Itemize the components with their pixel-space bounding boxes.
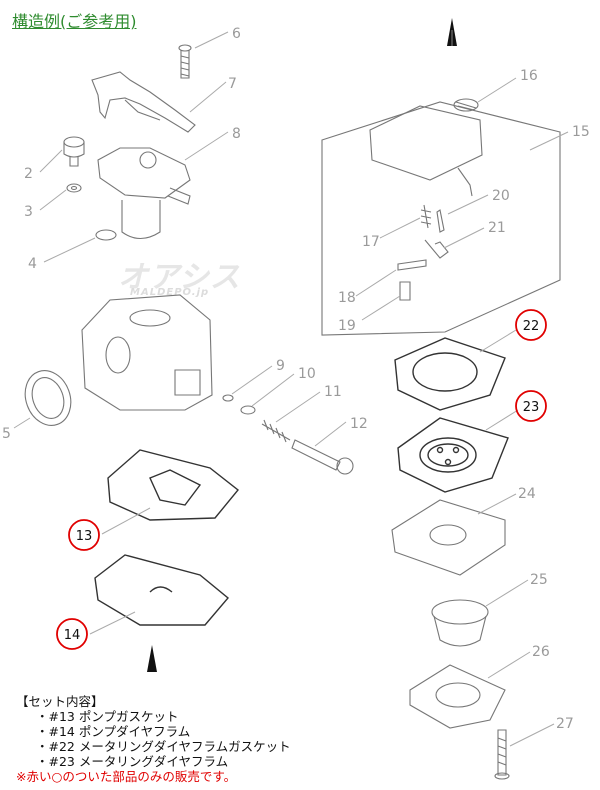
set-item-23: ・#23 メータリングダイヤフラム [36,754,229,769]
part-6-screw [178,44,192,79]
part-number-6: 6 [232,26,241,42]
leader-line [477,493,517,515]
part-number-3: 3 [24,204,33,220]
leader-line [39,149,63,173]
part-number-10: 10 [298,366,316,382]
part-number-16: 16 [520,68,538,84]
watermark-logo: オアシス [118,260,241,295]
part-number-12: 12 [350,416,368,432]
part-2-screw [63,136,85,167]
part-22-metering-gasket [394,337,506,411]
watermark-url: MALDEPO.jp [130,287,210,298]
highlight-circle-14 [56,618,88,650]
part-number-4: 4 [28,256,37,272]
leader-line [443,227,485,249]
part-number-24: 24 [518,486,536,502]
highlighted-part-number-13: 13 [76,529,93,544]
part-number-26: 26 [532,644,550,660]
leader-line [194,31,229,49]
leader-line [43,237,96,263]
leader-line [477,77,517,103]
set-contents-heading: 【セット内容】 [16,694,104,709]
part-7-lever [91,71,196,133]
highlight-circles: 13 14 22 23 [56,309,547,650]
leader-line [13,417,31,429]
part-12-needle-screw [291,439,354,475]
sale-note: ※赤い○のついた部品のみの販売です。 [16,769,237,784]
part-20-inlet-needle [436,209,445,233]
leader-line [485,409,519,431]
set-item-22: ・#22 メータリングダイヤフラムガスケット [36,739,291,754]
part-11-spring [261,419,291,443]
leader-line [184,131,229,161]
page-title: 構造例(ご参考用) [12,12,137,31]
part-10-washer [240,405,256,415]
part-number-20: 20 [492,188,510,204]
direction-arrow-bottom [147,645,157,672]
part-number-17: 17 [362,234,380,250]
part-23-metering-diaphragm [397,417,509,493]
part-number-2: 2 [24,166,33,182]
set-contents-box: 【セット内容】 ・#13 ポンプガスケット ・#14 ポンプダイヤフラム ・#2… [16,694,376,784]
leader-line [485,579,529,607]
leader-line [529,131,569,151]
part-number-7: 7 [228,76,237,92]
part-16-cover [369,98,483,197]
leader-line [379,217,421,239]
part-13-pump-gasket [107,449,239,521]
leader-line [231,365,273,395]
part-4-clip [95,229,117,241]
part-number-8: 8 [232,126,241,142]
highlighted-part-number-14: 14 [64,628,81,643]
part-17-spring [420,204,432,229]
highlight-circle-22 [515,309,547,341]
part-number-21: 21 [488,220,506,236]
leader-line [509,723,555,747]
part-24-metering-cover [391,499,506,576]
part-27-screw [494,729,510,780]
part-number-9: 9 [276,358,285,374]
part-8-pump-cover [97,147,191,240]
part-number-5: 5 [2,426,11,442]
leader-line [314,421,347,447]
part-26-plate [409,664,506,729]
leader-line [447,194,489,215]
highlighted-part-number-23: 23 [523,400,540,415]
set-item-14: ・#14 ポンプダイヤフラム [36,724,191,739]
leader-line [361,295,401,321]
part-14-pump-diaphragm [94,554,229,626]
part-19-screw [399,281,411,301]
leader-line [251,373,295,407]
part-number-11: 11 [324,384,342,400]
part-15-group-outline [321,101,561,336]
leader-line [479,329,517,353]
leader-line [275,391,321,423]
leader-line [89,611,136,635]
part-number-15: 15 [572,124,590,140]
leader-line [39,189,67,211]
carburetor-body [81,294,213,411]
part-18-pin [397,259,427,271]
part-9-o-ring [222,394,234,402]
part-5-gasket-ring [24,370,72,426]
part-3-washer [66,183,82,193]
highlight-circle-23 [515,390,547,422]
part-25-cup [431,599,489,647]
leader-line [355,269,397,297]
leader-line [487,651,531,679]
leader-line [101,507,151,535]
highlighted-part-number-22: 22 [523,319,540,334]
highlight-circle-13 [68,519,100,551]
set-item-13: ・#13 ポンプガスケット [36,709,179,724]
part-number-25: 25 [530,572,548,588]
part-number-19: 19 [338,318,356,334]
part-number-18: 18 [338,290,356,306]
part-21-metering-lever [424,239,449,259]
part-number-27: 27 [556,716,574,732]
leader-line [189,81,227,113]
